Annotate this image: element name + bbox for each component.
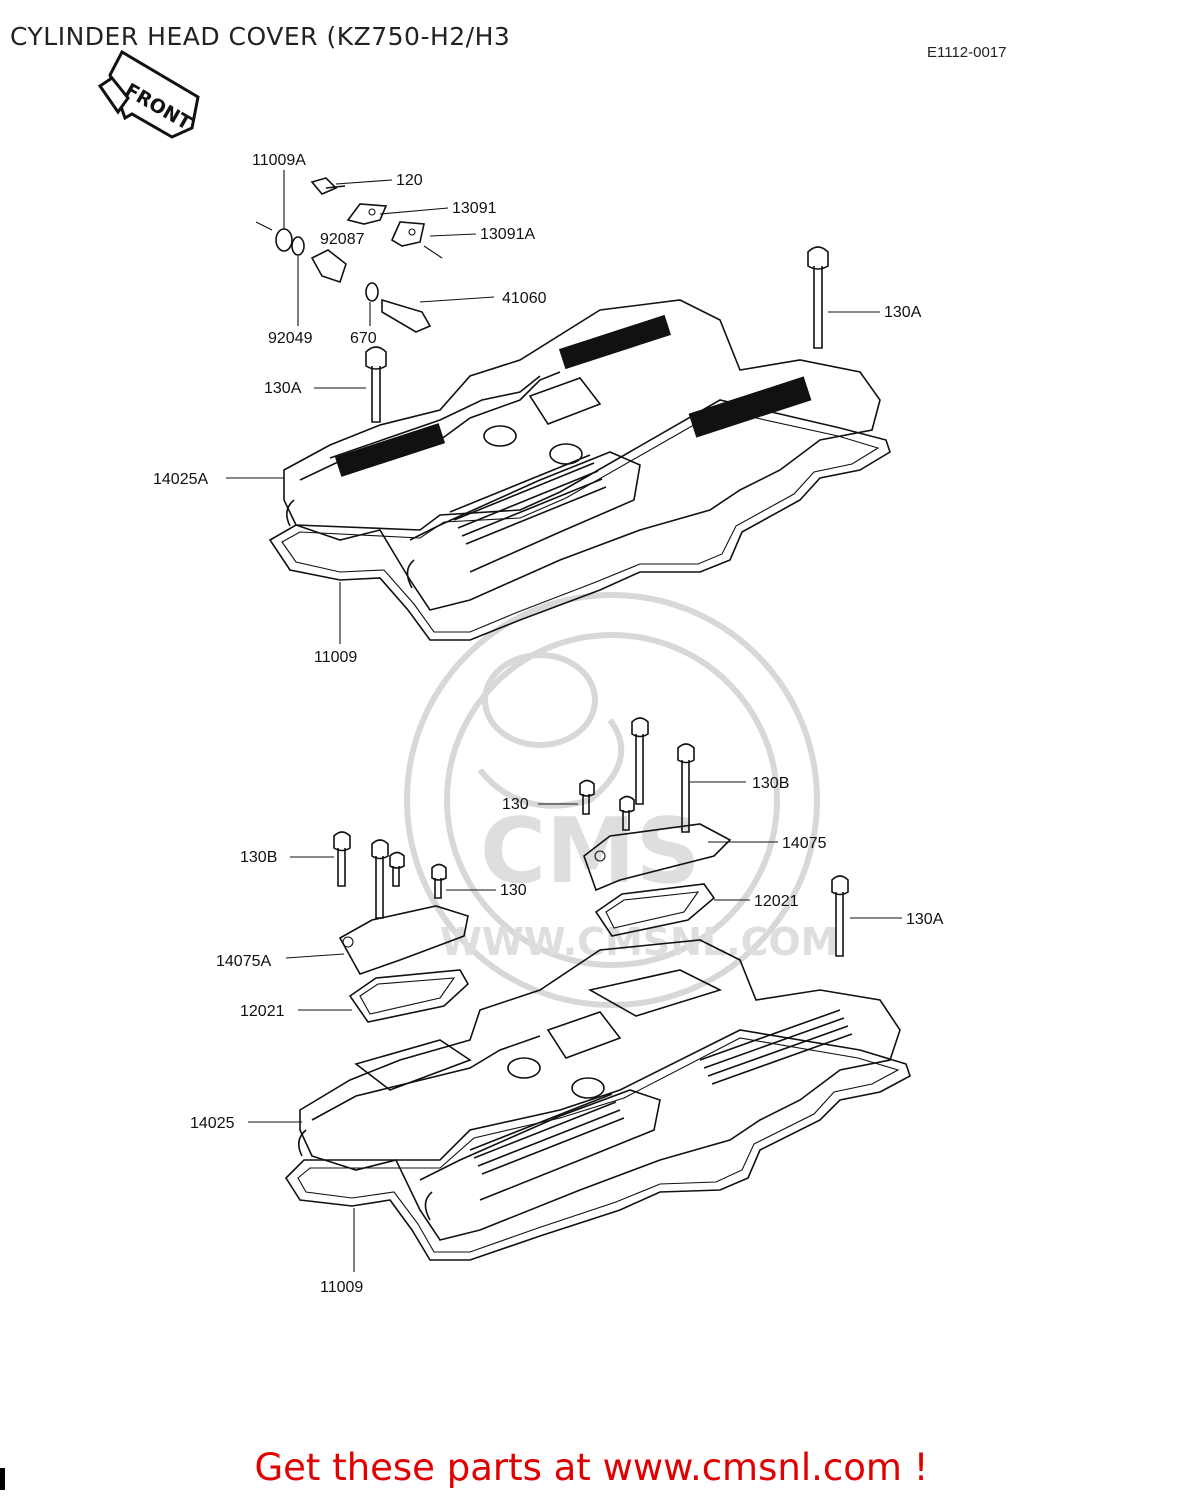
label-130b-left: 130B	[240, 849, 277, 866]
label-130a-left: 130A	[264, 380, 302, 397]
cylinder-head-cover-lower	[298, 939, 901, 1241]
gasket-upper	[268, 399, 891, 641]
lower-leaders	[248, 781, 902, 1272]
gasket-12021-right	[594, 883, 716, 937]
footer-link[interactable]: Get these parts at www.cmsnl.com !	[0, 1446, 1179, 1489]
label-14025: 14025	[190, 1115, 235, 1132]
cap-14075	[583, 823, 732, 892]
cap-14075a	[338, 905, 469, 975]
bolt-130a-left	[365, 346, 387, 423]
front-arrow-icon: FRONT	[97, 49, 200, 139]
diagram-ref-code: E1112-0017	[927, 44, 1007, 61]
label-130b-top: 130B	[752, 775, 789, 792]
gasket-lower	[284, 1029, 911, 1261]
label-11009-lower: 11009	[320, 1279, 363, 1296]
upper-assembly-drawing: 11009A 120 13091 92087 13091A 41060 9204…	[153, 152, 922, 666]
label-41060: 41060	[502, 290, 547, 307]
label-14075a: 14075A	[216, 953, 271, 970]
label-92087: 92087	[320, 231, 365, 248]
label-670: 670	[350, 330, 377, 347]
label-130a-lower: 130A	[906, 911, 944, 928]
edge-mark	[0, 1468, 5, 1490]
label-130a-right: 130A	[884, 304, 922, 321]
cooling-fins-upper	[449, 454, 607, 545]
parts-diagram: CMS WWW.CMSNL.COM FRONT	[97, 49, 944, 1296]
watermark-url: WWW.CMSNL.COM	[440, 920, 839, 964]
gasket-12021-left	[348, 969, 470, 1023]
bolt-130a-right	[807, 246, 829, 349]
upper-leaders	[226, 170, 880, 644]
label-130-lower: 130	[500, 882, 527, 899]
tachometer-drive-parts	[255, 177, 443, 333]
cylinder-head-cover-upper	[283, 299, 881, 611]
label-120: 120	[396, 172, 423, 189]
cms-watermark: CMS WWW.CMSNL.COM	[404, 592, 839, 1008]
label-130-top: 130	[502, 796, 529, 813]
label-12021-left: 12021	[240, 1003, 285, 1020]
footer-text[interactable]: Get these parts at www.cmsnl.com !	[254, 1446, 929, 1489]
page-title: CYLINDER HEAD COVER (KZ750-H2/H3	[10, 22, 511, 51]
bolts-lower	[333, 717, 849, 957]
label-11009a: 11009A	[252, 152, 306, 169]
label-92049: 92049	[268, 330, 313, 347]
label-13091: 13091	[452, 200, 497, 217]
label-11009-upper: 11009	[314, 649, 357, 666]
lower-assembly-drawing: 130B 130 14075 130B 130 12021 130A 14075…	[190, 717, 944, 1296]
label-12021-right: 12021	[754, 893, 799, 910]
cooling-fins-lower	[469, 1009, 853, 1175]
label-14025a: 14025A	[153, 471, 208, 488]
label-13091a: 13091A	[480, 226, 535, 243]
label-14075: 14075	[782, 835, 827, 852]
